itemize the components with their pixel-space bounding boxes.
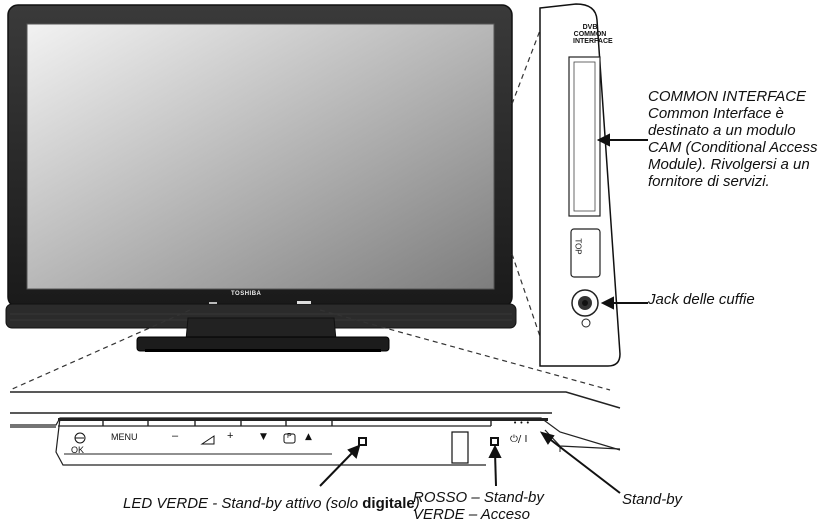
vol-down-button[interactable]: – — [172, 430, 179, 442]
led-verde-callout: LED VERDE - Stand-by attivo (solo digita… — [123, 495, 420, 512]
rosso-line: ROSSO – Stand-by — [413, 489, 544, 506]
vol-up-button[interactable]: + — [227, 430, 234, 442]
ok-label: OK — [71, 445, 85, 455]
menu-button[interactable]: MENU — [111, 432, 138, 442]
p-box-icon — [283, 433, 296, 444]
volume-icon — [200, 435, 215, 445]
headphone-jack-callout: Jack delle cuffie — [648, 291, 755, 308]
slot-label: DVB COMMON INTERFACE — [573, 24, 613, 45]
led-verde-end: ) — [414, 495, 420, 512]
top-label: TOP — [573, 238, 583, 255]
led-verde-bold: digitale — [362, 495, 415, 512]
prog-up-button[interactable]: ▲ — [305, 432, 312, 442]
strip-zoom-lines — [9, 309, 611, 391]
callout-arrows — [319, 133, 648, 494]
input-icon — [74, 432, 86, 444]
strip-dots: • • • — [513, 419, 530, 427]
prog-p-label: P — [287, 433, 292, 440]
rosso-verde-callout: ROSSO – Stand-by VERDE – Acceso — [413, 489, 544, 523]
common-interface-callout: COMMON INTERFACE Common Interface è dest… — [648, 88, 828, 190]
slot-label-line1: DVB COMMON — [573, 24, 607, 38]
brand-logo: TOSHIBA — [231, 291, 262, 297]
side-panel — [539, 3, 621, 367]
slot-label-line2: INTERFACE — [573, 38, 613, 45]
power-button[interactable]: ⏻/ I — [510, 434, 528, 445]
led-verde-text: LED VERDE - Stand-by attivo (solo — [123, 495, 363, 512]
verde-line: VERDE – Acceso — [413, 506, 530, 523]
standby-callout: Stand-by — [622, 491, 683, 508]
control-strip — [10, 391, 621, 466]
common-interface-body: Common Interface è destinato a un modulo… — [648, 105, 818, 190]
common-interface-title: COMMON INTERFACE — [648, 88, 807, 105]
prog-down-button[interactable]: ▼ — [260, 432, 267, 442]
tv-front — [5, 4, 517, 352]
